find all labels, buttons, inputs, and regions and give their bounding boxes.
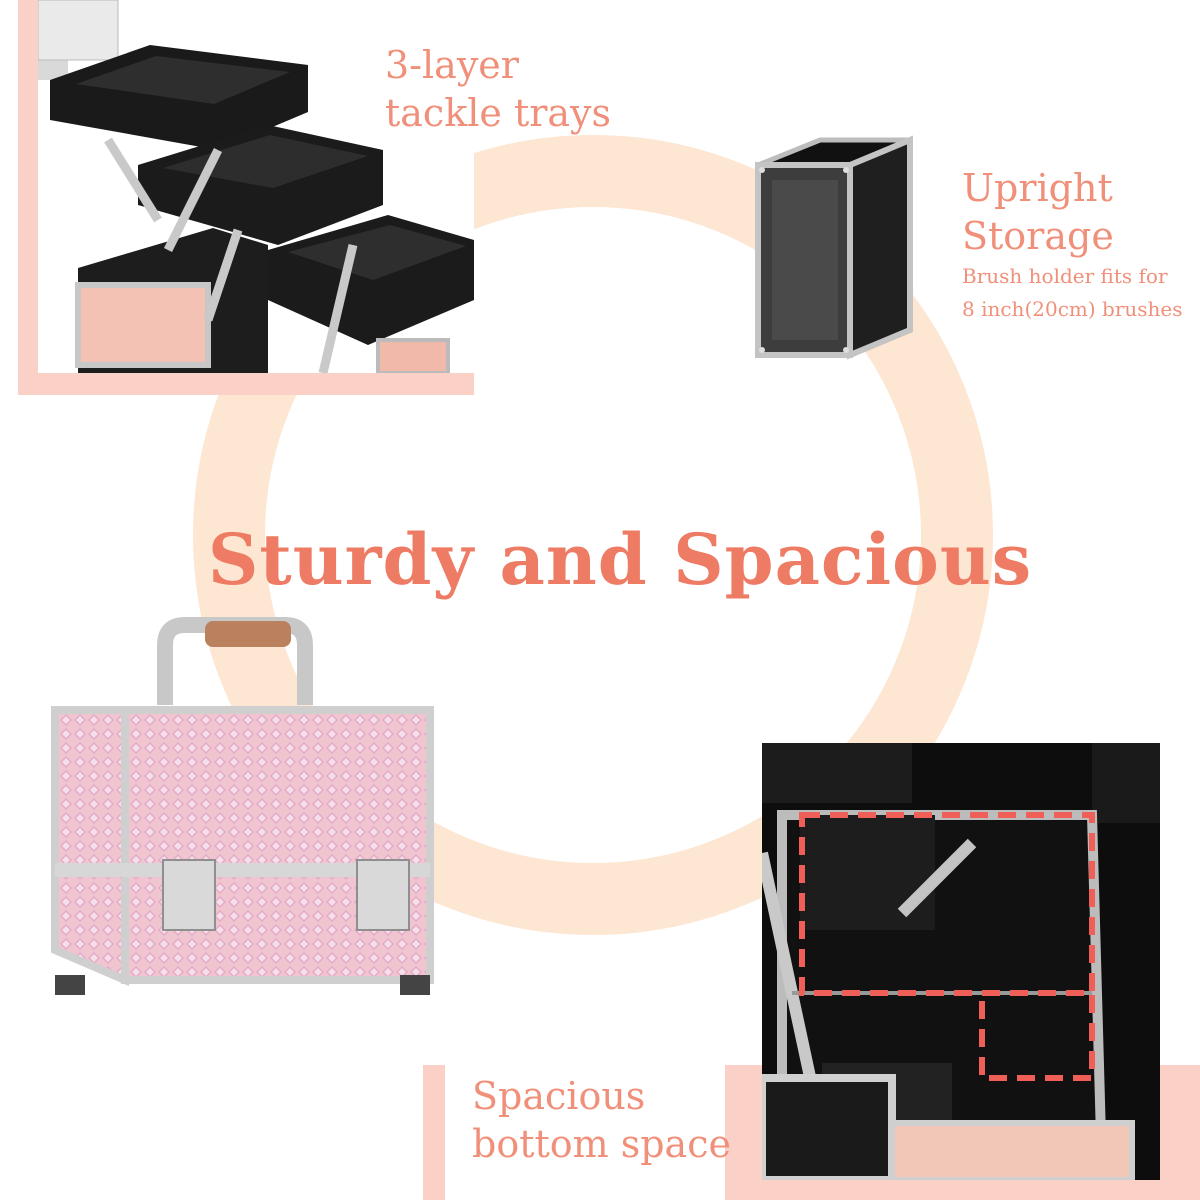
bottom-caption-line2: bottom space [472, 1121, 731, 1166]
bottom-caption: Spacious bottom space [472, 1073, 731, 1168]
bottom-accent-bar [423, 1065, 445, 1200]
interior-photo [762, 743, 1160, 1180]
upright-caption-line2: Storage [962, 213, 1114, 258]
brush-holder-photo [750, 130, 920, 370]
bottom-caption-line1: Spacious [472, 1074, 646, 1118]
makeup-case-photo [45, 615, 445, 1015]
upright-detail-line2: 8 inch(20cm) brushes [962, 297, 1183, 321]
headline: Sturdy and Spacious [207, 518, 1033, 601]
trays-photo [38, 0, 474, 373]
upright-caption-line1: Upright [962, 166, 1113, 210]
trays-caption-line2: tackle trays [385, 90, 612, 135]
upright-detail-line1: Brush holder fits for [962, 264, 1168, 288]
trays-caption: 3-layer tackle trays [385, 42, 611, 137]
upright-caption: Upright Storage Brush holder fits for 8 … [962, 165, 1183, 326]
trays-caption-line1: 3-layer [385, 43, 519, 87]
